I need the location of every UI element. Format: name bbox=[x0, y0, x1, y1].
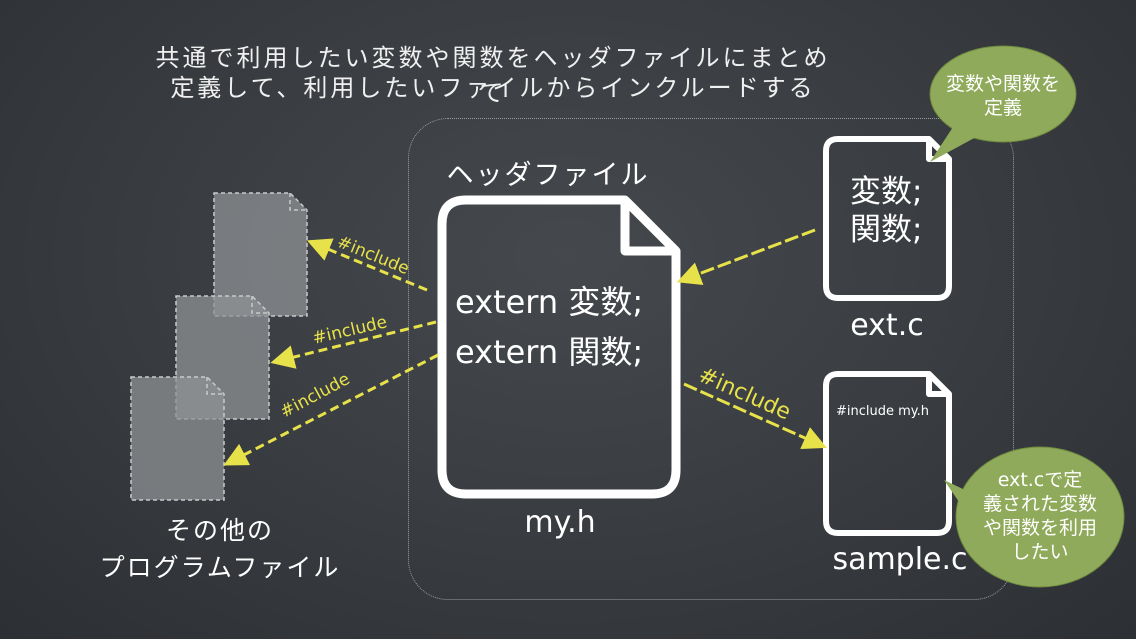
header-extern-variable: extern 変数; bbox=[455, 283, 644, 321]
bubble-bottom bbox=[944, 446, 1125, 588]
title-line-2: 定義して、利用したいファイルからインクルードする bbox=[170, 74, 816, 102]
header-extern-function: extern 関数; bbox=[455, 333, 644, 371]
bubble-bottom-text-4: したい bbox=[1011, 541, 1069, 563]
other-files-caption-1: その他の bbox=[165, 516, 274, 545]
arrow-header-to-ghost-1 bbox=[306, 238, 428, 292]
bubble-bottom-text-1: ext.cで定 bbox=[997, 469, 1083, 491]
bubble-bottom-text-2: 義された変数 bbox=[982, 493, 1097, 515]
bubble-top-text-2: 定義 bbox=[983, 97, 1022, 119]
ext-file-name: ext.c bbox=[850, 308, 924, 343]
include-label-ghost-3: #include bbox=[277, 369, 353, 422]
ghost-file-3 bbox=[130, 376, 225, 501]
header-file-name: my.h bbox=[524, 505, 596, 540]
arrow-header-to-ghost-2 bbox=[270, 320, 437, 369]
bubble-top bbox=[929, 45, 1077, 162]
header-file-icon bbox=[437, 195, 681, 499]
arrow-ext-to-header bbox=[676, 228, 816, 285]
sample-include-code: #include my.h bbox=[836, 404, 929, 419]
header-scope-box bbox=[408, 118, 1014, 600]
ext-function: 関数; bbox=[850, 212, 923, 248]
arrow-header-to-ghost-3 bbox=[223, 353, 439, 466]
bubble-top-text-1: 変数や関数を bbox=[945, 73, 1060, 95]
header-file-heading: ヘッダファイル bbox=[446, 160, 650, 191]
ghost-file-1 bbox=[213, 192, 308, 317]
ext-variable: 変数; bbox=[850, 174, 923, 210]
ext-file-icon bbox=[823, 136, 952, 301]
sample-file-icon bbox=[823, 371, 952, 536]
arrow-header-to-sample bbox=[683, 382, 827, 450]
bubble-bottom-text-3: や関数を利用 bbox=[982, 517, 1097, 539]
other-files-caption-2: プログラムファイル bbox=[99, 553, 341, 582]
sample-file-name: sample.c bbox=[832, 542, 968, 577]
title-line-1: 共通で利用したい変数や関数をヘッダファイルにまとめて bbox=[155, 44, 831, 107]
